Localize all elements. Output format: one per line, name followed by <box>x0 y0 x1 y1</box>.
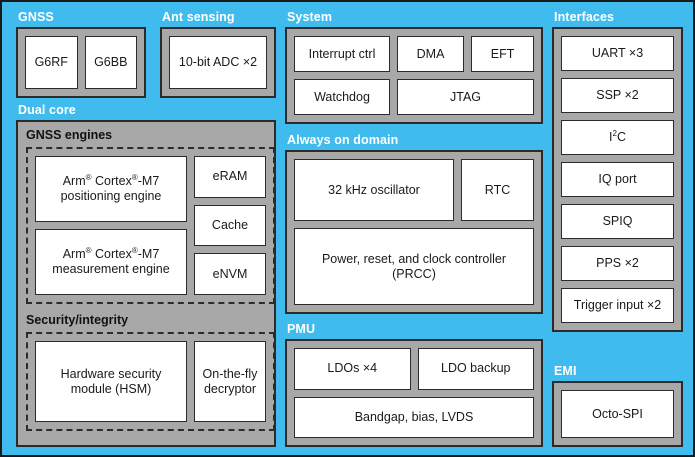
block-iq-port[interactable]: IQ port <box>561 162 674 197</box>
panel-emi: Octo-SPI <box>552 381 683 447</box>
section-gnss: GNSS G6RF G6BB <box>16 10 146 98</box>
block-eram[interactable]: eRAM <box>194 156 266 198</box>
block-trigger-input[interactable]: Trigger input ×2 <box>561 288 674 323</box>
section-title-ant-sensing: Ant sensing <box>162 10 235 24</box>
section-pmu: PMU LDOs ×4 LDO backup Bandgap, bias, LV… <box>285 322 543 447</box>
section-ant-sensing: Ant sensing 10-bit ADC ×2 <box>160 10 276 98</box>
block-cache[interactable]: Cache <box>194 204 266 247</box>
block-32khz-oscillator[interactable]: 32 kHz oscillator <box>294 159 454 221</box>
group-body-gnss-engines: Arm® Cortex®-M7 positioning engine Arm® … <box>26 147 275 304</box>
panel-gnss: G6RF G6BB <box>16 27 146 98</box>
section-title-pmu: PMU <box>287 322 316 336</box>
measurement-engine-label: Arm® Cortex®-M7 measurement engine <box>52 245 170 276</box>
pmu-row-1: LDOs ×4 LDO backup <box>294 348 534 390</box>
block-interrupt-ctrl[interactable]: Interrupt ctrl <box>294 36 390 72</box>
group-body-security-integrity: Hardware security module (HSM) On-the-fl… <box>26 332 275 431</box>
block-envm[interactable]: eNVM <box>194 253 266 296</box>
always-on-row-2: Power, reset, and clock controller (PRCC… <box>294 228 534 305</box>
block-jtag[interactable]: JTAG <box>397 79 534 115</box>
section-title-always-on-domain: Always on domain <box>287 133 399 147</box>
panel-dual-core: GNSS engines Arm® Cortex®-M7 positioning… <box>16 120 276 447</box>
gnss-row: G6RF G6BB <box>25 36 138 89</box>
prcc-label: Power, reset, and clock controller (PRCC… <box>321 251 507 281</box>
positioning-engine-label: Arm® Cortex®-M7 positioning engine <box>60 172 162 203</box>
section-title-interfaces: Interfaces <box>554 10 615 24</box>
block-ldos[interactable]: LDOs ×4 <box>294 348 411 390</box>
registered-mark-icon: ® <box>131 245 138 255</box>
section-system: System Interrupt ctrl DMA EFT Watchdog J… <box>285 10 543 124</box>
panel-system: Interrupt ctrl DMA EFT Watchdog JTAG <box>285 27 543 124</box>
section-title-system: System <box>287 10 333 24</box>
panel-pmu: LDOs ×4 LDO backup Bandgap, bias, LVDS <box>285 339 543 447</box>
block-watchdog[interactable]: Watchdog <box>294 79 390 115</box>
system-row-2: Watchdog JTAG <box>294 79 534 115</box>
section-title-emi: EMI <box>554 364 577 378</box>
group-gnss-engines: GNSS engines Arm® Cortex®-M7 positioning… <box>26 128 275 304</box>
section-title-gnss: GNSS <box>18 10 54 24</box>
decryptor-label: On-the-fly decryptor <box>202 366 258 396</box>
block-rtc[interactable]: RTC <box>461 159 534 221</box>
registered-mark-icon: ® <box>131 172 138 182</box>
block-i2c[interactable]: I2C <box>561 120 674 155</box>
ant-sensing-row: 10-bit ADC ×2 <box>169 36 267 89</box>
dashed-group-engines: Arm® Cortex®-M7 positioning engine Arm® … <box>26 147 275 304</box>
group-title-gnss-engines: GNSS engines <box>26 128 113 142</box>
block-on-the-fly-decryptor[interactable]: On-the-fly decryptor <box>194 341 266 422</box>
block-measurement-engine[interactable]: Arm® Cortex®-M7 measurement engine <box>35 229 187 295</box>
block-dma[interactable]: DMA <box>397 36 465 72</box>
block-hardware-security-module[interactable]: Hardware security module (HSM) <box>35 341 187 422</box>
i2c-label: I2C <box>609 128 626 144</box>
panel-always-on-domain: 32 kHz oscillator RTC Power, reset, and … <box>285 150 543 314</box>
emi-row: Octo-SPI <box>561 390 674 438</box>
section-interfaces: Interfaces UART ×3 SSP ×2 I2C IQ port SP… <box>552 10 683 332</box>
group-security-integrity: Security/integrity Hardware security mod… <box>26 313 275 431</box>
panel-interfaces: UART ×3 SSP ×2 I2C IQ port SPIQ PPS ×2 T… <box>552 27 683 332</box>
memories-column: eRAM Cache eNVM <box>194 156 266 296</box>
block-g6rf[interactable]: G6RF <box>25 36 78 89</box>
block-prcc[interactable]: Power, reset, and clock controller (PRCC… <box>294 228 534 305</box>
group-title-security-integrity: Security/integrity <box>26 313 129 327</box>
hsm-label: Hardware security module (HSM) <box>60 366 162 396</box>
block-g6bb[interactable]: G6BB <box>84 36 138 89</box>
section-emi: EMI Octo-SPI <box>552 364 683 447</box>
registered-mark-icon: ® <box>85 245 92 255</box>
engines-column: Arm® Cortex®-M7 positioning engine Arm® … <box>35 156 187 295</box>
block-ssp[interactable]: SSP ×2 <box>561 78 674 113</box>
block-octo-spi[interactable]: Octo-SPI <box>561 390 674 438</box>
block-positioning-engine[interactable]: Arm® Cortex®-M7 positioning engine <box>35 156 187 222</box>
superscript-two-icon: 2 <box>612 128 617 138</box>
block-uart[interactable]: UART ×3 <box>561 36 674 71</box>
block-adc[interactable]: 10-bit ADC ×2 <box>169 36 267 89</box>
always-on-row-1: 32 kHz oscillator RTC <box>294 159 534 221</box>
section-always-on-domain: Always on domain 32 kHz oscillator RTC P… <box>285 133 543 314</box>
block-eft[interactable]: EFT <box>471 36 535 72</box>
pmu-row-2: Bandgap, bias, LVDS <box>294 396 534 438</box>
panel-ant-sensing: 10-bit ADC ×2 <box>160 27 276 98</box>
block-pps[interactable]: PPS ×2 <box>561 246 674 281</box>
dashed-group-security: Hardware security module (HSM) On-the-fl… <box>26 332 275 431</box>
system-row-1: Interrupt ctrl DMA EFT <box>294 36 535 72</box>
registered-mark-icon: ® <box>85 172 92 182</box>
section-dual-core: Dual core GNSS engines Arm® Cortex®-M7 p… <box>16 103 276 447</box>
section-title-dual-core: Dual core <box>18 103 76 117</box>
block-bandgap-bias-lvds[interactable]: Bandgap, bias, LVDS <box>294 396 534 438</box>
block-ldo-backup[interactable]: LDO backup <box>417 348 534 390</box>
block-spiq[interactable]: SPIQ <box>561 204 674 239</box>
